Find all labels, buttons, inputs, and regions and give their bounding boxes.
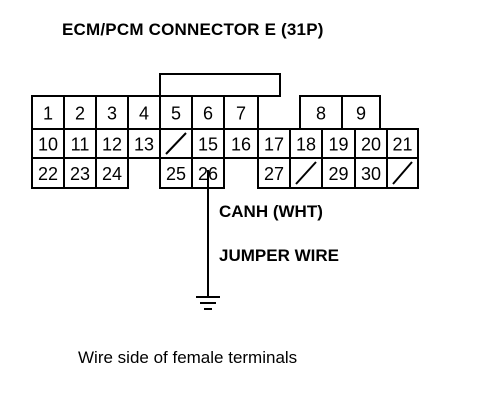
pin-number: 7 (236, 104, 246, 124)
pin-cavity: 24 (95, 157, 129, 189)
pin-cavity: 11 (63, 128, 97, 159)
pin-number: 22 (38, 164, 58, 184)
pin-number: 15 (198, 135, 218, 155)
pin-number: 20 (361, 135, 381, 155)
pin-number: 8 (316, 104, 326, 124)
pin-number: 6 (203, 104, 213, 124)
pin-cavity: 20 (354, 128, 388, 159)
pin-number: 3 (107, 104, 117, 124)
pin-number: 16 (231, 135, 251, 155)
pin-number: 24 (102, 164, 122, 184)
pin-cavity: 19 (321, 128, 356, 159)
pin-cavity: 6 (191, 95, 225, 130)
pin-number: 1 (43, 104, 53, 124)
pin-cavity: 27 (257, 157, 291, 189)
pin-cavity: 25 (159, 157, 193, 189)
pin-cavity: 4 (127, 95, 161, 130)
pin-number: 10 (38, 135, 58, 155)
pin-cavity: 7 (223, 95, 259, 130)
pin-cavity: 21 (386, 128, 419, 159)
pin-number: 13 (134, 135, 154, 155)
pin-number: 11 (71, 135, 90, 155)
pin-number: 2 (75, 104, 85, 124)
pin-number: 17 (264, 135, 284, 155)
pin-cavity: 5 (159, 95, 193, 130)
pin-cavity: 15 (191, 128, 225, 159)
pin-cavity: 9 (341, 95, 381, 130)
pin-number: 12 (102, 135, 122, 155)
pin-number: 29 (328, 164, 348, 184)
wire-color-label: CANH (WHT) (219, 202, 323, 221)
pin-cavity: 29 (321, 157, 356, 189)
pin-number: 21 (392, 135, 412, 155)
pin-cavity: 22 (31, 157, 65, 189)
diagram-caption: Wire side of female terminals (78, 348, 298, 367)
ground-icon (196, 296, 220, 310)
pin-cavity: 30 (354, 157, 388, 189)
pin-cavity: 3 (95, 95, 129, 130)
pin-cavity: 10 (31, 128, 65, 159)
pin-number: 27 (264, 164, 284, 184)
pin-cavity: 8 (299, 95, 343, 130)
pin-cavity: 13 (127, 128, 161, 159)
pin-number: 30 (361, 164, 381, 184)
pin-cavity: 12 (95, 128, 129, 159)
pin-cavity (386, 157, 419, 189)
pin-number: 18 (296, 135, 316, 155)
pin-cavity: 18 (289, 128, 323, 159)
pin-number: 9 (356, 104, 366, 124)
pin-cavity: 1 (31, 95, 65, 130)
pin-cavity: 23 (63, 157, 97, 189)
connector-lock-tab (159, 73, 281, 97)
diagram-title: ECM/PCM CONNECTOR E (31P) (62, 20, 324, 39)
pin-cavity: 17 (257, 128, 291, 159)
pin-cavity (289, 157, 323, 189)
pin-cavity: 16 (223, 128, 259, 159)
pin-number: 23 (70, 164, 90, 184)
jumper-wire-label: JUMPER WIRE (219, 246, 339, 265)
pin-number: 4 (139, 104, 149, 124)
pin-number: 19 (328, 135, 348, 155)
pin-number: 5 (171, 104, 181, 124)
pin-cavity (159, 128, 193, 159)
pin-number: 25 (166, 164, 186, 184)
pin-cavity: 2 (63, 95, 97, 130)
